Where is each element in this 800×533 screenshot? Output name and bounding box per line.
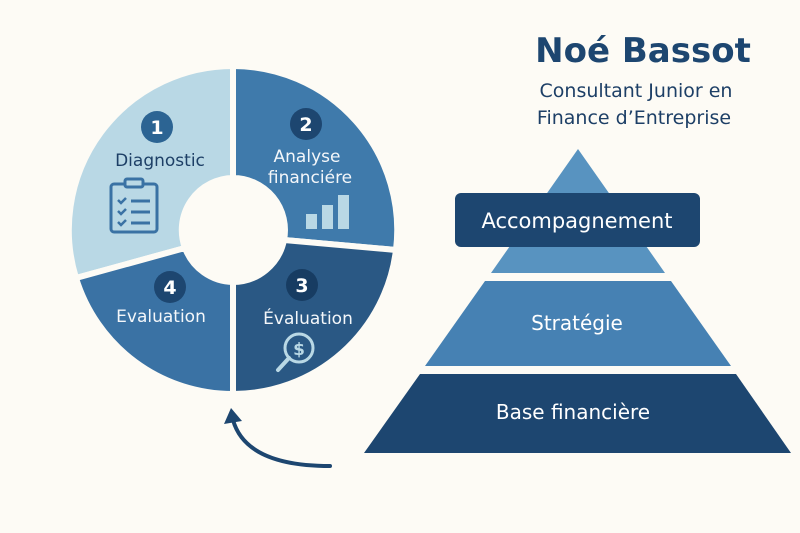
step-3-segment (230, 237, 399, 398)
accompagnement-box (455, 193, 700, 247)
level-strategie-label: Stratégie (531, 311, 623, 335)
cycle-diagram (65, 62, 401, 398)
job-title-line2: Finance d’Entreprise (537, 107, 731, 129)
dollar-magnifier-icon: $ (276, 332, 315, 372)
step-2-segment (230, 62, 401, 253)
step-3-badge (286, 269, 318, 301)
step-4-segment (73, 245, 236, 398)
step-4-badge (154, 271, 186, 303)
cycle-arrow-icon (224, 408, 332, 468)
step-3-number: 3 (295, 275, 308, 297)
step-2-badge (290, 108, 322, 140)
step-1-segment (65, 62, 236, 281)
step-2-label-line1: Analyse (274, 147, 341, 167)
level-accompagnement-label: Accompagnement (481, 209, 672, 233)
job-title-line1: Consultant Junior en (540, 80, 733, 102)
person-name: Noé Bassot (535, 31, 751, 71)
step-1-number: 1 (150, 117, 163, 139)
step-2-number: 2 (299, 114, 312, 136)
pyramid: Accompagnement Stratégie Base financière (364, 149, 791, 453)
step-4-number: 4 (163, 277, 176, 299)
level-base-financiere-label: Base financière (496, 400, 650, 424)
step-2-label-line2: financiére (268, 168, 352, 188)
pyramid-base-level (364, 374, 791, 453)
step-1-badge (141, 111, 173, 143)
step-3-label: Évaluation (263, 307, 353, 329)
step-4-label: Evaluation (116, 307, 206, 327)
clipboard-checklist-icon (109, 177, 159, 234)
svg-text:$: $ (293, 340, 305, 360)
bar-chart-icon (306, 195, 349, 229)
pyramid-middle-level (425, 281, 731, 366)
step-1-label: Diagnostic (115, 151, 205, 171)
